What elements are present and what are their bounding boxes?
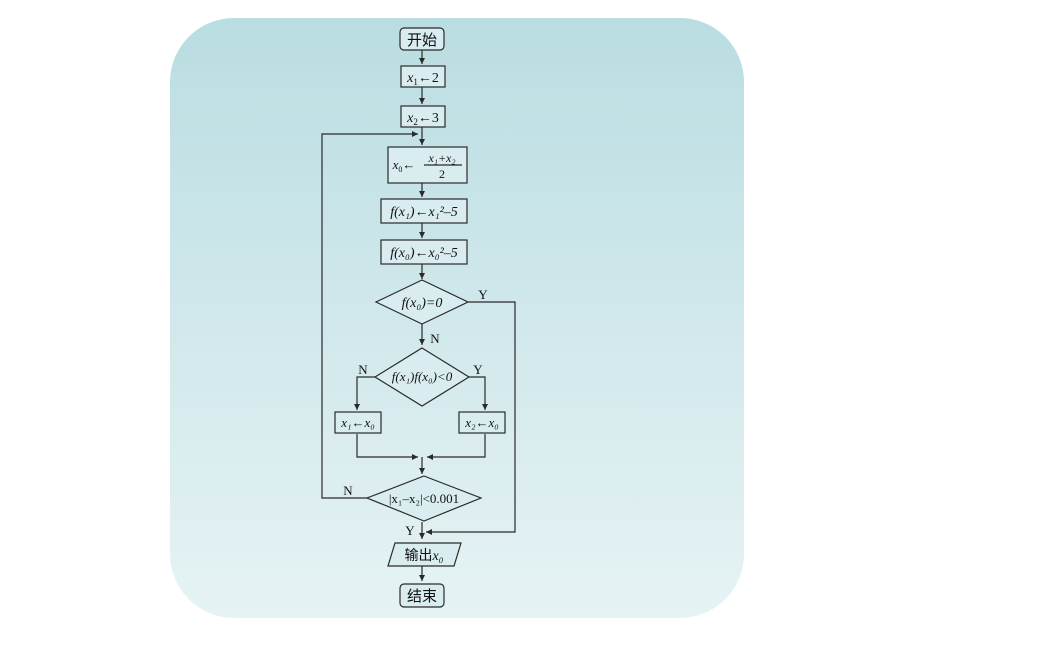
connectors xyxy=(321,50,516,581)
midpoint-numerator: x₁+x₂ xyxy=(427,151,455,165)
start-node: 开始 xyxy=(399,27,445,51)
arrow-merge-right xyxy=(427,434,486,460)
init-x2-node: x2←3 xyxy=(400,105,446,128)
assign-x2-node: x₂←x₀ xyxy=(458,411,506,434)
assign-x1-label: x₁←x₀ xyxy=(340,415,375,430)
f-x1-label: f(x₁)←x₁²–5 xyxy=(390,205,458,220)
sign-yes-label: Y xyxy=(473,362,483,377)
init-x1-node: x1←2 xyxy=(400,65,446,88)
zero-check-label: f(x₀)=0 xyxy=(402,296,443,311)
zero-yes-label: Y xyxy=(478,287,488,302)
init-x2-label: x2←3 xyxy=(406,111,439,127)
arrow-sign-no xyxy=(354,376,375,410)
init-x1-label: x1←2 xyxy=(406,71,439,87)
output-node: 输出x₀ xyxy=(387,542,462,567)
tol-yes-label: Y xyxy=(405,523,415,538)
assign-x1-node: x₁←x₀ xyxy=(334,411,382,434)
f-x0-label: f(x₀)←x₀²–5 xyxy=(390,246,458,261)
midpoint-denominator: 2 xyxy=(439,167,445,181)
output-label: 输出x₀ xyxy=(404,548,443,564)
f-x1-node: f(x₁)←x₁²–5 xyxy=(380,198,468,224)
sign-no-label: N xyxy=(358,362,368,377)
start-label: 开始 xyxy=(407,31,437,49)
diagram-panel xyxy=(170,18,744,618)
arrow-sign-yes xyxy=(469,376,488,410)
zero-no-label: N xyxy=(430,331,440,346)
assign-x2-label: x₂←x₀ xyxy=(464,415,499,430)
tolerance-check-label: |x₁–x₂|<0.001 xyxy=(389,491,459,506)
arrow-merge-left xyxy=(356,434,418,460)
f-x0-node: f(x₀)←x₀²–5 xyxy=(380,239,468,265)
midpoint-node: x0← x₁+x₂ 2 xyxy=(387,146,468,184)
sign-check-label: f(x₁)f(x₀)<0 xyxy=(392,369,453,384)
midpoint-lhs: x0← xyxy=(392,157,416,174)
arrow-zero-yes xyxy=(426,301,516,535)
arrow-tol-no-loop xyxy=(321,131,418,499)
end-label: 结束 xyxy=(407,587,437,605)
sign-check-diamond: f(x₁)f(x₀)<0 xyxy=(373,347,471,407)
tol-no-label: N xyxy=(343,483,353,498)
end-node: 结束 xyxy=(399,583,445,608)
tolerance-check-diamond: |x₁–x₂|<0.001 xyxy=(365,475,483,522)
zero-check-diamond: f(x₀)=0 xyxy=(374,279,470,325)
